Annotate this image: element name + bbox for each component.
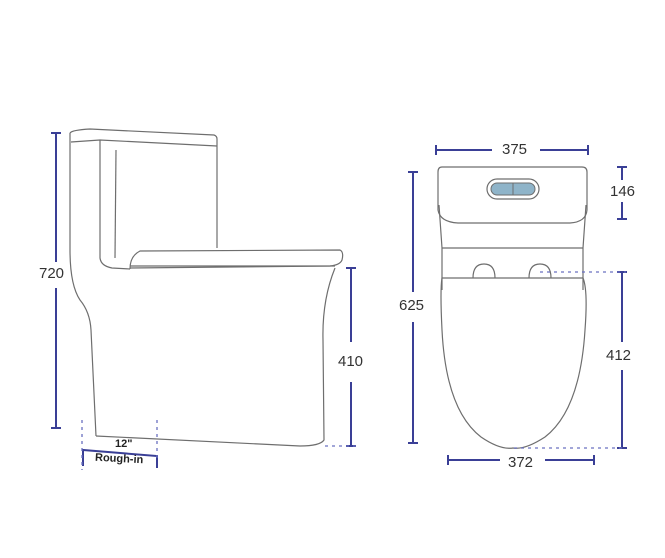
side-view-outline	[69, 128, 344, 447]
flush-button-icon	[486, 178, 540, 200]
top-view-outline	[437, 166, 588, 449]
dimension-label-bowl-height: 410	[336, 353, 366, 370]
dimension-label-overall-height: 720	[37, 265, 67, 282]
dimension-label-bowl-length: 412	[604, 347, 634, 364]
dimension-label-bowl-width: 372	[506, 454, 536, 471]
dimension-label-overall-length: 625	[397, 297, 427, 314]
dimension-label-tank-width: 375	[500, 141, 530, 158]
rough-in-value: 12"	[115, 438, 133, 450]
dimension-label-tank-depth: 146	[608, 183, 638, 200]
